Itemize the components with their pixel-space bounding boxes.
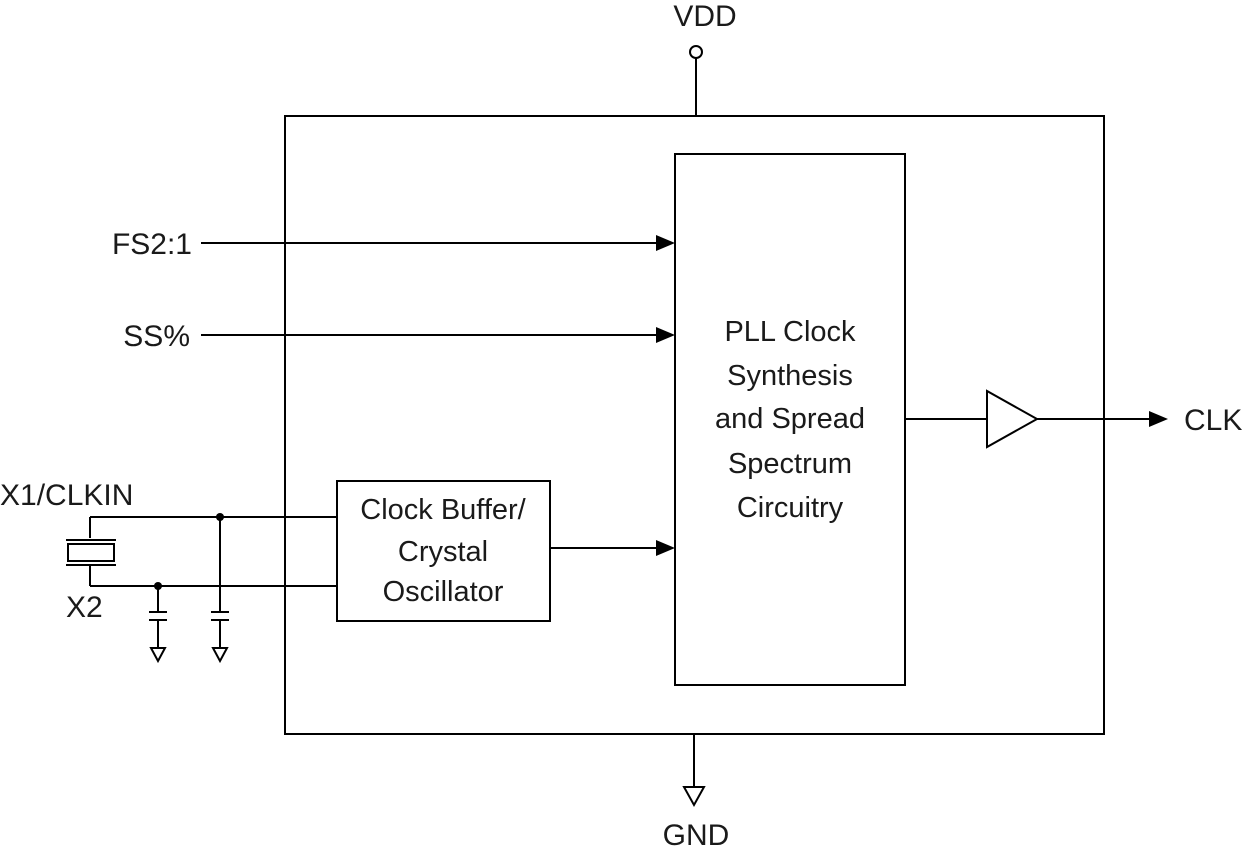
pll-block: PLL Clock Synthesis and Spread Spectrum … (674, 153, 906, 686)
crystal-icon (66, 539, 116, 566)
oscillator-line-3: Oscillator (383, 576, 504, 608)
x2-label: X2 (66, 591, 103, 624)
oscillator-line-1: Clock Buffer/ (360, 494, 526, 526)
ss-arrowhead-icon (656, 327, 675, 343)
pll-box (674, 153, 906, 686)
vdd-terminal-icon (689, 45, 703, 59)
vdd-label: VDD (673, 0, 736, 33)
fs-input: FS2:1 (112, 228, 675, 261)
oscillator-box (336, 480, 551, 622)
clk-arrowhead-icon (1149, 411, 1168, 427)
pll-line-2: Synthesis (727, 360, 853, 392)
pll-line-4: Spectrum (728, 448, 852, 480)
x1-label: X1/CLKIN (0, 479, 133, 512)
pll-line-1: PLL Clock (724, 316, 856, 348)
clk-output: CLK (905, 389, 1242, 449)
fs-label: FS2:1 (112, 228, 192, 261)
gnd-pin: GND (663, 734, 730, 848)
pll-line-3: and Spread (715, 403, 865, 435)
x2-capacitor-icon (149, 586, 167, 664)
ss-label: SS% (123, 320, 190, 353)
oscillator-arrowhead-icon (656, 540, 675, 556)
gnd-symbol-icon (682, 786, 706, 808)
crystal-network: X1/CLKIN X2 (0, 479, 337, 664)
oscillator-line-2: Crystal (398, 536, 488, 568)
oscillator-block: Clock Buffer/ Crystal Oscillator (336, 480, 675, 622)
pll-line-5: Circuitry (737, 492, 844, 524)
gnd-label: GND (663, 819, 730, 848)
output-buffer-icon (986, 389, 1040, 449)
x1-capacitor-icon (211, 517, 229, 664)
clk-label: CLK (1184, 404, 1242, 437)
fs-arrowhead-icon (656, 235, 675, 251)
ss-input: SS% (123, 320, 675, 353)
vdd-pin: VDD (673, 0, 737, 116)
